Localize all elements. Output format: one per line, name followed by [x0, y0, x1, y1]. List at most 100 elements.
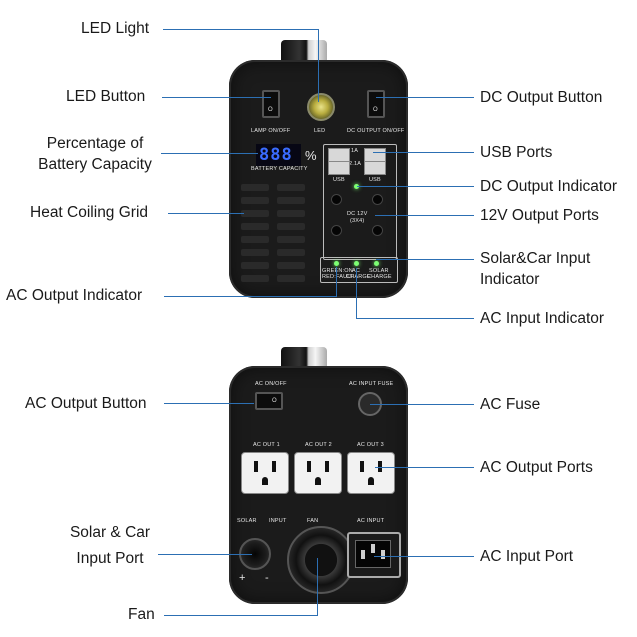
leader-line	[376, 259, 474, 260]
vent-slot	[241, 249, 269, 256]
ac-input-pin	[371, 544, 375, 553]
label-port-line-1: Solar & Car	[69, 524, 151, 541]
usb-right-label: USB	[369, 177, 381, 183]
led-light	[307, 93, 335, 121]
outlet-slot	[360, 461, 364, 472]
ac-output-indicator	[334, 261, 339, 266]
dc-12v-port[interactable]	[372, 225, 383, 236]
ac-output-port-2[interactable]	[294, 452, 342, 494]
label-ac-output-ports: AC Output Ports	[480, 459, 593, 476]
ac-onoff-label: AC ON/OFF	[255, 381, 287, 387]
outlet-ground	[368, 477, 374, 485]
dc-12v-port[interactable]	[331, 225, 342, 236]
solar-car-input-port[interactable]	[239, 538, 271, 570]
solar-car-input-indicator	[374, 261, 379, 266]
leader-line	[356, 268, 357, 318]
dc-12v-count-label: (3X4)	[350, 218, 365, 224]
ac-input-socket	[355, 540, 391, 568]
outlet-ground	[262, 477, 268, 485]
label-solar-car-input-port: Solar & Car Input Port	[60, 520, 160, 572]
led-label: LED	[314, 128, 326, 134]
red-fault-label: RED:FAULT	[322, 274, 354, 280]
ac-output-button[interactable]: O	[255, 392, 283, 410]
fan	[287, 526, 355, 594]
battery-percent-sign: %	[305, 148, 317, 163]
usb-port-1[interactable]	[328, 148, 350, 162]
outlet-ground	[315, 477, 321, 485]
leader-line	[317, 558, 318, 616]
ac-output-port-1[interactable]	[241, 452, 289, 494]
leader-line	[376, 97, 474, 98]
ac-input-fuse-label: AC INPUT FUSE	[349, 381, 394, 387]
usb-port-3[interactable]	[328, 161, 350, 175]
label-battery-line-1: Percentage of	[46, 135, 144, 152]
leader-line	[336, 267, 337, 297]
solar-charge-label: CHARGE	[367, 274, 392, 280]
outlet-slot	[307, 461, 311, 472]
ac-input-pin	[361, 550, 365, 559]
label-usb-ports: USB Ports	[480, 144, 553, 161]
leader-line	[161, 153, 258, 154]
label-ac-input-indicator: AC Input Indicator	[480, 310, 605, 327]
rocker-mark: O	[373, 107, 378, 113]
ac-output-port-3[interactable]	[347, 452, 395, 494]
dc-12v-port[interactable]	[331, 194, 342, 205]
dc-output-button[interactable]: O	[367, 90, 385, 118]
ac-input-indicator	[354, 261, 359, 266]
ac-input-pin	[381, 550, 385, 559]
vent-slot	[277, 236, 305, 243]
vent-slot	[277, 197, 305, 204]
label-dc-output-button: DC Output Button	[480, 89, 603, 106]
label-ac-output-button: AC Output Button	[25, 395, 147, 412]
leader-line	[374, 556, 474, 557]
battery-capacity-label: BATTERY CAPACITY	[251, 166, 308, 172]
green-on-label: GREEN:ON	[322, 268, 353, 274]
label-battery-line-2: Battery Capacity	[38, 156, 152, 173]
vent-slot	[241, 275, 269, 282]
back-panel: AC ON/OFF O AC INPUT FUSE AC OUT 1 AC OU…	[229, 366, 408, 604]
ac-input-label: AC INPUT	[357, 518, 385, 524]
dc-12v-port[interactable]	[372, 194, 383, 205]
usb-port-2[interactable]	[364, 148, 386, 162]
label-ac-fuse: AC Fuse	[480, 396, 541, 413]
usb-1a-label: 1A	[351, 148, 359, 154]
battery-display: 888	[256, 144, 301, 166]
led-button[interactable]: O	[262, 90, 280, 118]
label-solar-line-1: Solar&Car Input	[480, 250, 591, 267]
dc-output-indicator	[354, 184, 359, 189]
leader-line	[318, 29, 319, 102]
leader-line	[158, 554, 252, 555]
vent-slot	[277, 184, 305, 191]
vent-slot	[277, 249, 305, 256]
heat-coiling-grid	[237, 182, 317, 287]
vent-slot	[241, 262, 269, 269]
minus-label: -	[265, 572, 269, 584]
vent-slot	[241, 197, 269, 204]
vent-slot	[277, 223, 305, 230]
label-led-button: LED Button	[66, 88, 146, 105]
label-12v-output-ports: 12V Output Ports	[480, 207, 599, 224]
outlet-slot	[325, 461, 329, 472]
label-port-line-2: Input Port	[76, 550, 144, 567]
leader-line	[162, 97, 271, 98]
vent-slot	[241, 210, 269, 217]
leader-line	[163, 29, 319, 30]
leader-line	[375, 467, 474, 468]
label-led-light: LED Light	[81, 20, 150, 37]
ac-input-port[interactable]	[347, 532, 401, 578]
solar-label: SOLAR	[369, 268, 389, 274]
fan-label: FAN	[307, 518, 319, 524]
leader-line	[168, 213, 244, 214]
dc-12v-label: DC 12V	[347, 211, 368, 217]
leader-line	[370, 404, 474, 405]
ac-out-1-label: AC OUT 1	[253, 442, 280, 448]
leader-line	[164, 615, 318, 616]
leader-line	[375, 215, 474, 216]
ac-charge-label: CHARGE	[346, 274, 371, 280]
usb-port-4[interactable]	[364, 161, 386, 175]
vent-slot	[277, 262, 305, 269]
outlet-slot	[254, 461, 258, 472]
leader-line	[164, 403, 254, 404]
leader-line	[357, 186, 474, 187]
ac-out-2-label: AC OUT 2	[305, 442, 332, 448]
